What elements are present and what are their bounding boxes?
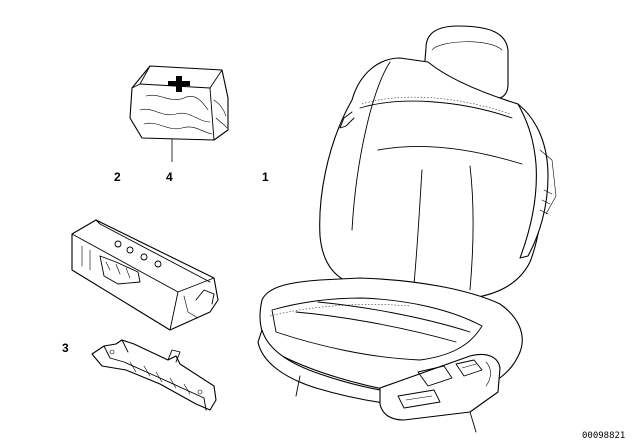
bracket	[91, 339, 217, 411]
first-aid-kit	[129, 65, 229, 141]
callout-first-aid-kit: 2	[114, 170, 121, 184]
case-hole	[154, 260, 162, 268]
seat-switch-panel	[379, 353, 501, 421]
foam-case	[71, 219, 219, 331]
document-id: 00098821	[582, 431, 625, 441]
callout-foam-case: 4	[166, 170, 173, 184]
cross-icon	[168, 76, 190, 92]
case-hole	[140, 253, 148, 261]
case-hole	[114, 240, 122, 248]
callout-bracket: 3	[62, 341, 69, 355]
seat	[257, 25, 557, 433]
backrest	[319, 57, 543, 299]
case-hole	[126, 246, 134, 254]
callout-seat: 1	[262, 170, 269, 184]
